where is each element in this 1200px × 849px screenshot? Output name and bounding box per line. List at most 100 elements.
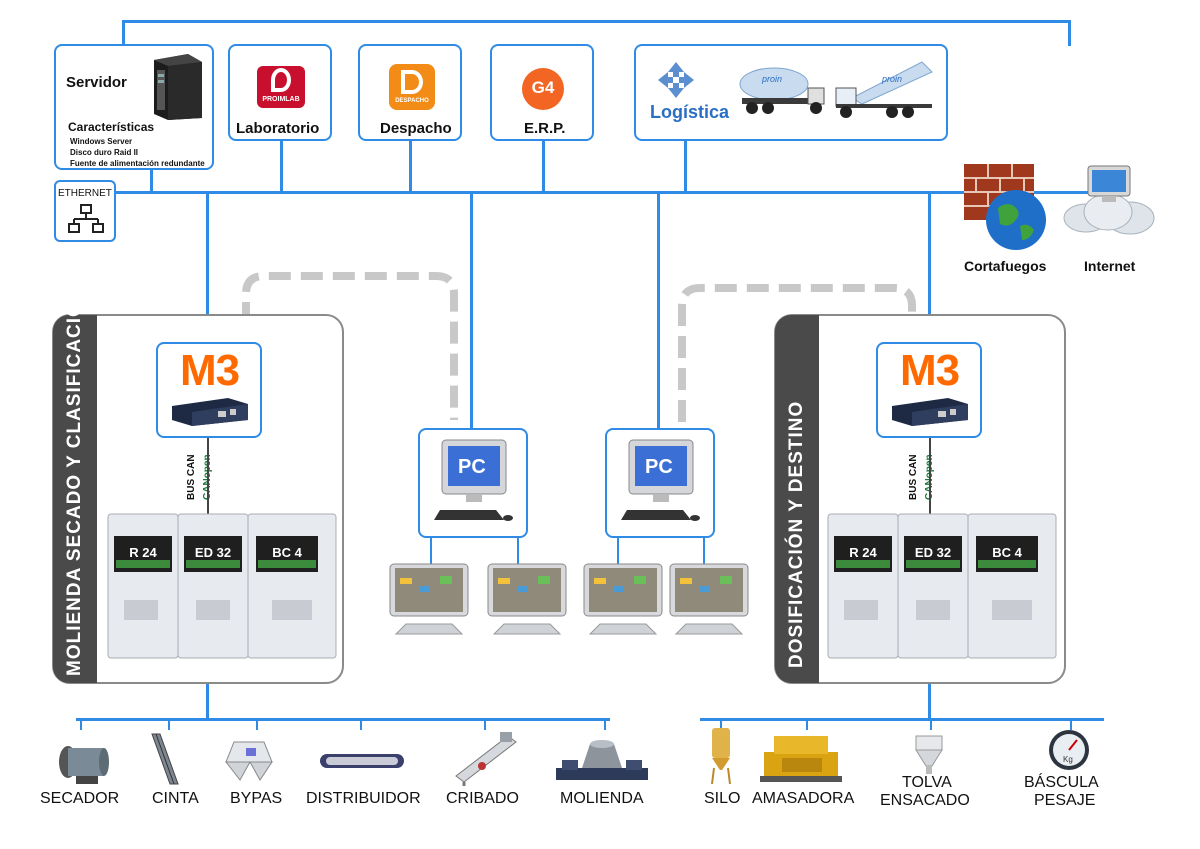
right-bus-can: BUS CAN: [908, 454, 919, 500]
controller-module-icon: [892, 398, 968, 426]
left-m3-box[interactable]: M3: [156, 342, 262, 438]
top-connector-bar: [122, 20, 1070, 23]
left-card-ed32: ED 32: [194, 545, 232, 560]
right-card-r24: R 24: [849, 545, 877, 560]
despacho-label: Despacho: [380, 120, 452, 137]
right-panel-title: DOSIFICACIÓN Y DESTINO: [786, 400, 807, 668]
scada-monitor-icon: [389, 563, 469, 635]
internet-label: Internet: [1084, 258, 1136, 274]
dashed-link-left: [242, 272, 458, 420]
left-m3-drop: [206, 192, 209, 342]
silo-truck-2-icon: proin: [835, 61, 933, 118]
laboratorio-box[interactable]: PROIMLAB Laboratorio: [228, 44, 332, 141]
right-card-ed32: ED 32: [914, 545, 952, 560]
tick: [720, 718, 722, 730]
dashed-link-right: [678, 284, 916, 422]
dryer-icon: [59, 746, 109, 784]
tick: [806, 718, 808, 730]
server-tower-icon: [154, 54, 202, 120]
tick: [484, 718, 486, 730]
left-card-r24: R 24: [129, 545, 157, 560]
server-features-title: Características: [68, 120, 155, 134]
despacho-box[interactable]: DESPACHO Despacho: [358, 44, 462, 141]
device-secador: SECADOR: [40, 790, 120, 807]
right-field-drop: [928, 684, 931, 720]
pc2-mon-a-link: [617, 538, 619, 566]
pc2-box[interactable]: PC: [605, 428, 715, 538]
logistica-label: Logística: [650, 102, 730, 122]
right-card-bc4: BC 4: [992, 545, 1022, 560]
top-bar-left-drop: [122, 20, 125, 46]
left-card-bc4: BC 4: [272, 545, 302, 560]
server-box[interactable]: Servidor Características Windows Server …: [54, 44, 214, 170]
tick: [930, 718, 932, 730]
right-m3-box[interactable]: M3: [876, 342, 982, 438]
logistica-box[interactable]: Logística proin proin: [634, 44, 948, 141]
despacho-logo-icon: DESPACHO: [389, 64, 435, 110]
scada-monitor-icon: [669, 563, 749, 635]
erp-label: E.R.P.: [524, 120, 566, 137]
distributor-icon: [320, 754, 404, 768]
pc2-label: PC: [645, 456, 673, 478]
tick: [360, 718, 362, 730]
pc1-mon-b-link: [517, 538, 519, 566]
right-cabinets-icon: [827, 513, 1057, 659]
despacho-drop: [409, 141, 412, 192]
server-feature-1: Windows Server: [70, 137, 133, 146]
left-can-line: [207, 438, 209, 514]
left-field-bus: [76, 718, 610, 721]
network-icon: [68, 204, 104, 233]
screener-icon: [455, 732, 517, 786]
ethernet-backbone: [100, 191, 1100, 194]
bypass-valve-icon: [224, 741, 273, 781]
device-bascula: BÁSCULA: [1024, 774, 1099, 791]
mill-icon: [556, 740, 648, 780]
server-feature-2: Disco duro Raid II: [70, 148, 139, 157]
scale-gauge-icon: Kg: [1049, 730, 1089, 770]
device-cribado: CRIBADO: [446, 790, 519, 807]
left-m3-label: M3: [180, 346, 240, 395]
ethernet-label: ETHERNET: [58, 188, 112, 199]
laboratorio-label: Laboratorio: [236, 120, 320, 137]
kneader-icon: [760, 736, 842, 782]
scada-monitor-icon: [487, 563, 567, 635]
logistics-arrows-icon: [658, 62, 694, 98]
device-amasadora: AMASADORA: [752, 790, 855, 807]
device-silo: SILO: [704, 790, 741, 807]
erp-box[interactable]: G4 E.R.P.: [490, 44, 594, 141]
pc1-mon-a-link: [430, 538, 432, 566]
tick: [168, 718, 170, 730]
device-tolva: TOLVA: [902, 774, 952, 791]
right-panel-band: [775, 315, 819, 683]
tick: [604, 718, 606, 730]
top-bar-right-drop: [1068, 20, 1071, 46]
silo-truck-1-icon: proin: [739, 67, 825, 114]
pc2-drop: [657, 192, 660, 428]
tick: [256, 718, 258, 730]
lab-drop: [280, 141, 283, 192]
left-cabinets-icon: [107, 513, 337, 659]
pc-computer-icon: [621, 439, 700, 521]
ethernet-box: ETHERNET: [54, 180, 116, 242]
device-bypas: BYPAS: [230, 790, 283, 807]
erp-drop: [542, 141, 545, 192]
device-ensacado: ENSACADO: [880, 792, 970, 809]
pc1-box[interactable]: PC: [418, 428, 528, 538]
right-can-line: [929, 438, 931, 514]
silo-icon: [711, 728, 731, 785]
internet-cloud-icon: [1063, 165, 1155, 235]
device-cinta: CINTA: [152, 790, 199, 807]
right-field-bus: [700, 718, 1104, 721]
tick: [80, 718, 82, 730]
pc2-mon-b-link: [703, 538, 705, 566]
firewall-globe-icon: [964, 164, 1046, 250]
pc1-drop: [470, 192, 473, 428]
svg-text:proin: proin: [761, 74, 782, 84]
g4-logo-icon: G4: [522, 68, 564, 110]
server-feature-3: Fuente de alimentación redundante: [70, 159, 205, 168]
scada-monitor-icon: [583, 563, 663, 635]
tick: [1070, 718, 1072, 730]
conveyor-belt-icon: [151, 733, 179, 785]
device-molienda: MOLIENDA: [560, 790, 644, 807]
hopper-icon: [915, 735, 943, 774]
